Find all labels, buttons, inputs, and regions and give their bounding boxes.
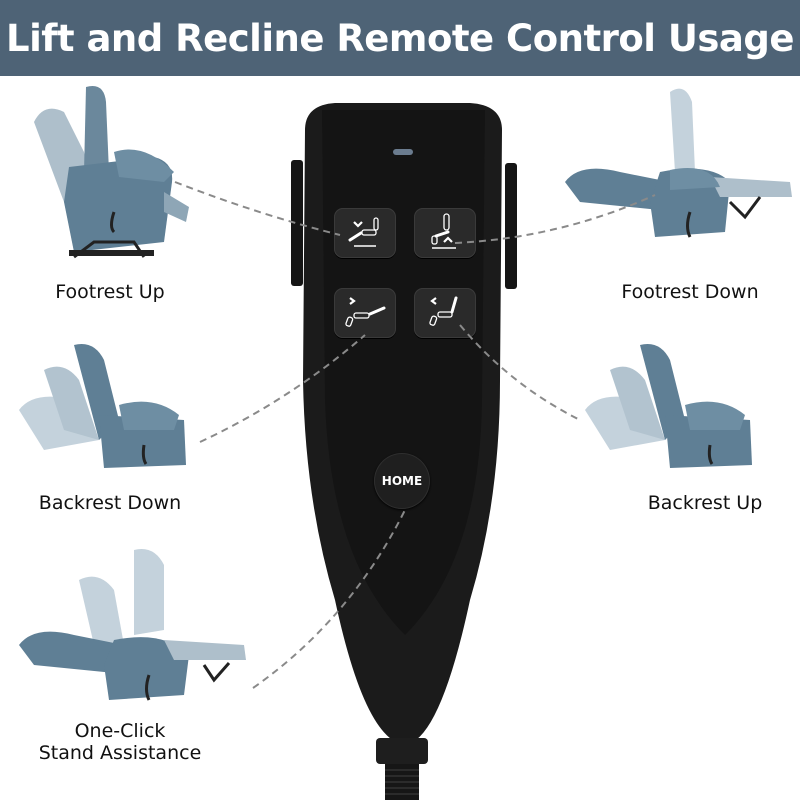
footrest-down-button[interactable] (414, 208, 476, 258)
label-backrest-up: Backrest Up (647, 492, 763, 514)
chair-stand-assistance-image (19, 549, 246, 701)
label-footrest-up: Footrest Up (55, 281, 165, 303)
home-button[interactable]: HOME (374, 453, 430, 509)
chair-backrest-down-image (19, 344, 186, 468)
chair-backrest-up-image (585, 344, 752, 468)
page-title: Lift and Recline Remote Control Usage (6, 16, 794, 60)
backrest-up-icon (429, 296, 458, 326)
header-banner: Lift and Recline Remote Control Usage (0, 0, 800, 76)
label-stand-assistance: One-Click Stand Assistance (20, 720, 220, 764)
backrest-down-button[interactable] (334, 288, 396, 338)
label-footrest-down: Footrest Down (621, 281, 759, 303)
backrest-up-button[interactable] (414, 288, 476, 338)
status-led (393, 149, 413, 155)
chair-footrest-down-image (565, 88, 792, 238)
backrest-down-icon (345, 297, 386, 327)
chair-footrest-up-image (34, 86, 189, 259)
label-backrest-down: Backrest Down (38, 492, 182, 514)
footrest-down-icon (431, 213, 456, 249)
label-stand-line1: One-Click (74, 720, 166, 742)
footrest-up-icon (348, 217, 379, 247)
label-stand-line2: Stand Assistance (38, 742, 202, 764)
footrest-up-button[interactable] (334, 208, 396, 258)
home-button-label: HOME (381, 474, 423, 488)
